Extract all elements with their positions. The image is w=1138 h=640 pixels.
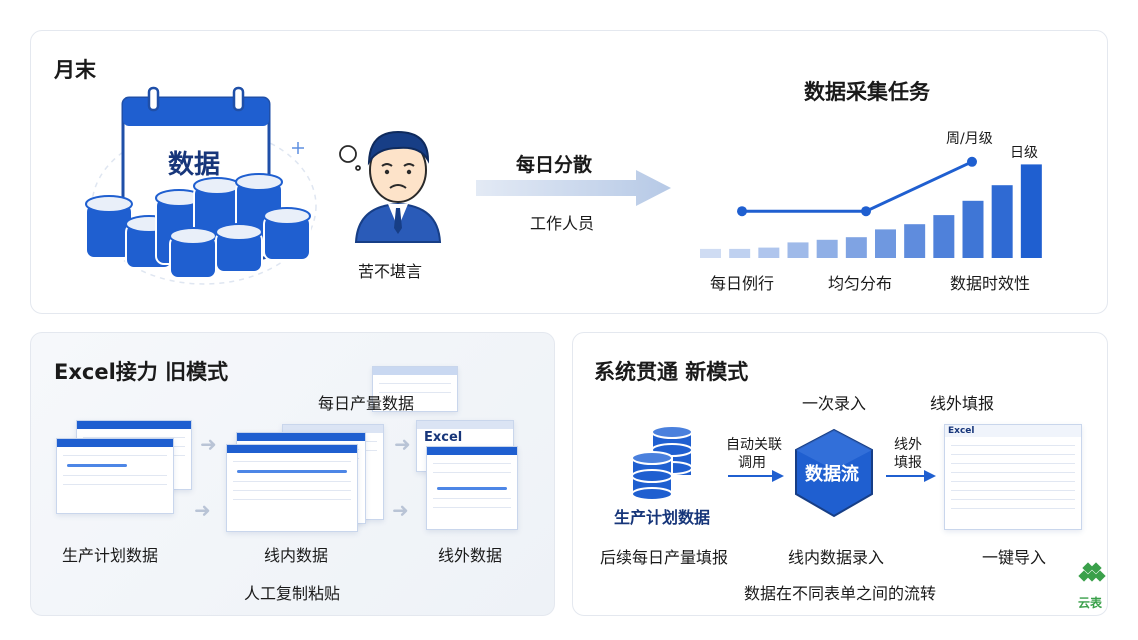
- chart-bar-0: [700, 248, 721, 258]
- arrow1-label-line2: 调用: [738, 455, 766, 471]
- chart-bar-11: [1020, 164, 1042, 258]
- hex-label: 数据流: [805, 464, 859, 485]
- old-label-outline: 线外数据: [438, 546, 503, 565]
- database-icon: [631, 425, 693, 501]
- worker-caption: 苦不堪言: [358, 262, 423, 281]
- chart-bar-9: [962, 200, 984, 258]
- calendar-coins-illustration: [85, 86, 317, 285]
- new-bottom-caption: 数据在不同表单之间的流转: [744, 584, 937, 603]
- chart-title: 数据采集任务: [804, 80, 930, 104]
- new-top-label-2: 线外填报: [930, 394, 995, 413]
- production-plan-doc: [56, 438, 174, 514]
- chart-point-0: [737, 206, 747, 217]
- chart-axis-label-0: 每日例行: [710, 274, 775, 293]
- logo-icon: [1078, 562, 1106, 582]
- chart-bar-6: [875, 229, 896, 258]
- arrow-right-icon: [728, 470, 784, 482]
- arrow-right-icon: [476, 170, 671, 206]
- chart-line: [742, 160, 973, 213]
- top-title: 月末: [54, 58, 96, 82]
- doc-top: [372, 366, 458, 412]
- outline-doc: [426, 446, 518, 530]
- db-label: 生产计划数据: [614, 508, 711, 527]
- arrow-main-label: 每日分散: [516, 154, 593, 176]
- chart-bar-10: [991, 185, 1013, 258]
- chart-axis-label-2: 数据时效性: [950, 274, 1031, 293]
- inline-doc: [226, 444, 358, 532]
- excel-sheet-badge: Excel: [948, 426, 975, 436]
- old-label-plan: 生产计划数据: [62, 546, 159, 565]
- arrow2-label-line1: 线外: [894, 437, 922, 453]
- thought-bubble-icon: [339, 145, 361, 171]
- worker-icon: [339, 130, 442, 243]
- old-bottom-caption: 人工复制粘贴: [244, 584, 341, 603]
- chart-axis-label-1: 均匀分布: [828, 274, 893, 293]
- task-chart: [700, 156, 1042, 258]
- new-top-label-1: 一次录入: [802, 394, 867, 413]
- old-mode-title: Excel接力 旧模式: [54, 360, 229, 384]
- new-label-inline-entry: 线内数据录入: [788, 548, 885, 567]
- arrow1-label-line1: 自动关联: [726, 437, 782, 453]
- chart-annotation-daily: 日级: [1010, 145, 1038, 161]
- chart-bar-5: [845, 237, 867, 258]
- logo-text: 云表: [1078, 596, 1103, 610]
- arrow-right-icon: ➜: [392, 498, 409, 522]
- chart-bar-1: [729, 248, 751, 258]
- new-label-followup: 后续每日产量填报: [600, 548, 729, 567]
- chart-bar-4: [816, 239, 838, 258]
- new-label-one-click-import: 一键导入: [982, 548, 1047, 567]
- arrow-right-icon: [886, 470, 936, 482]
- sparkle-icon: [292, 142, 304, 154]
- chart-point-1: [861, 206, 871, 217]
- excel-badge: Excel: [424, 430, 463, 445]
- excel-sheet: [944, 424, 1082, 530]
- data-flow-hexagon-icon: [795, 428, 873, 518]
- arrow2-label-line2: 填报: [894, 455, 922, 471]
- old-label-inline: 线内数据: [264, 546, 329, 565]
- arrow-sub-label: 工作人员: [530, 214, 595, 233]
- arrow-right-icon: ➜: [194, 498, 211, 522]
- arrow-right-icon: ➜: [200, 432, 217, 456]
- chart-bar-3: [787, 242, 809, 258]
- doc-top-label: 每日产量数据: [318, 394, 415, 413]
- calendar-label: 数据: [168, 150, 221, 180]
- chart-point-2: [967, 156, 977, 167]
- chart-bar-7: [904, 224, 926, 258]
- chart-annotation-weekly: 周/月级: [946, 131, 993, 147]
- chart-bar-8: [933, 215, 955, 258]
- coin-stacks: [85, 173, 311, 279]
- arrow-right-icon: ➜: [394, 432, 411, 456]
- new-mode-title: 系统贯通 新模式: [594, 360, 749, 384]
- chart-bar-2: [758, 247, 780, 258]
